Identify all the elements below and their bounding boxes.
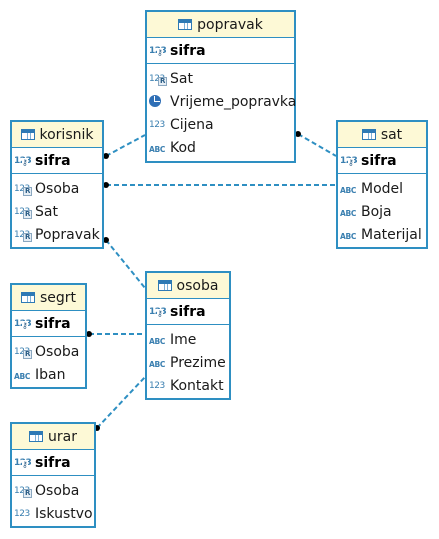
entity-header[interactable]: popravak <box>147 12 294 38</box>
numeric-icon <box>149 378 167 394</box>
column-row[interactable]: Model <box>338 177 426 200</box>
string-icon <box>149 332 167 348</box>
entity-title: korisnik <box>39 126 94 143</box>
column-row[interactable]: Osoba <box>12 340 85 363</box>
table-icon <box>178 19 193 30</box>
string-icon <box>340 181 358 197</box>
entity-popravak[interactable]: popravak sifra Sat Vrijeme_popravka Cije… <box>145 10 296 163</box>
table-icon <box>20 129 35 140</box>
numeric-key-icon <box>14 316 32 332</box>
column-row[interactable]: Prezime <box>147 351 229 374</box>
primary-key-row[interactable]: sifra <box>147 38 294 64</box>
primary-key-row[interactable]: sifra <box>12 148 102 174</box>
primary-key-row[interactable]: sifra <box>12 311 85 337</box>
column-name: Osoba <box>35 180 80 197</box>
column-name: Iban <box>35 366 66 383</box>
column-row[interactable]: Boja <box>338 200 426 223</box>
numeric-key-icon <box>149 304 167 320</box>
column-row[interactable]: Sat <box>147 67 294 90</box>
column-name: Vrijeme_popravka <box>170 93 297 110</box>
entity-header[interactable]: osoba <box>147 273 229 299</box>
column-name: Kontakt <box>170 377 224 394</box>
column-name: Sat <box>170 70 193 87</box>
table-icon <box>29 431 44 442</box>
numeric-key-icon <box>14 153 32 169</box>
entity-segrt[interactable]: segrt sifra Osoba Iban <box>10 283 87 389</box>
column-name: Ime <box>170 331 197 348</box>
column-row[interactable]: Kod <box>147 136 294 159</box>
entity-title: urar <box>48 428 77 445</box>
link-popravak-sat <box>297 133 337 157</box>
pk-name: sifra <box>35 152 71 169</box>
pk-name: sifra <box>170 303 206 320</box>
entity-urar[interactable]: urar sifra Osoba Iskustvo <box>10 422 96 528</box>
column-row[interactable]: Cijena <box>147 113 294 136</box>
numeric-foreign-key-icon <box>14 204 33 220</box>
link-korisnik-osoba <box>105 239 146 289</box>
pk-name: sifra <box>35 315 71 332</box>
column-row[interactable]: Materijal <box>338 223 426 246</box>
table-icon <box>20 292 35 303</box>
numeric-foreign-key-icon <box>149 71 168 87</box>
table-icon <box>157 280 172 291</box>
string-icon <box>14 367 32 383</box>
column-row[interactable]: Popravak <box>12 223 102 246</box>
numeric-foreign-key-icon <box>14 227 33 243</box>
column-row[interactable]: Kontakt <box>147 374 229 397</box>
entity-osoba[interactable]: osoba sifra Ime Prezime Kontakt <box>145 271 231 400</box>
string-icon <box>340 204 358 220</box>
pk-name: sifra <box>35 454 71 471</box>
column-name: Sat <box>35 203 58 220</box>
column-name: Prezime <box>170 354 226 371</box>
entity-header[interactable]: sat <box>338 122 426 148</box>
column-row[interactable]: Ime <box>147 328 229 351</box>
column-name: Iskustvo <box>35 505 93 522</box>
column-row[interactable]: Osoba <box>12 177 102 200</box>
string-icon <box>149 140 167 156</box>
column-name: Materijal <box>361 226 422 243</box>
column-name: Kod <box>170 139 196 156</box>
table-icon <box>361 129 376 140</box>
primary-key-row[interactable]: sifra <box>147 299 229 325</box>
column-name: Boja <box>361 203 392 220</box>
column-row[interactable]: Iban <box>12 363 85 386</box>
entity-sat[interactable]: sat sifra Model Boja Materijal <box>336 120 428 249</box>
primary-key-row[interactable]: sifra <box>338 148 426 174</box>
column-name: Osoba <box>35 343 80 360</box>
entity-korisnik[interactable]: korisnik sifra Osoba Sat Popravak <box>10 120 104 249</box>
numeric-key-icon <box>14 455 32 471</box>
column-name: Model <box>361 180 404 197</box>
entity-header[interactable]: urar <box>12 424 94 450</box>
numeric-icon <box>149 117 167 133</box>
time-icon <box>149 94 167 110</box>
string-icon <box>149 355 167 371</box>
numeric-icon <box>14 506 32 522</box>
numeric-foreign-key-icon <box>14 181 33 197</box>
column-name: Cijena <box>170 116 214 133</box>
column-row[interactable]: Vrijeme_popravka <box>147 90 297 113</box>
column-name: Popravak <box>35 226 100 243</box>
link-urar-osoba <box>96 376 146 429</box>
entity-title: popravak <box>197 16 263 33</box>
link-korisnik-popravak <box>105 134 146 157</box>
pk-name: sifra <box>361 152 397 169</box>
primary-key-row[interactable]: sifra <box>12 450 94 476</box>
numeric-foreign-key-icon <box>14 344 33 360</box>
entity-title: osoba <box>176 277 219 294</box>
column-name: Osoba <box>35 482 80 499</box>
entity-header[interactable]: korisnik <box>12 122 102 148</box>
entity-title: sat <box>380 126 403 143</box>
column-row[interactable]: Iskustvo <box>12 502 94 525</box>
entity-title: segrt <box>39 289 77 306</box>
numeric-foreign-key-icon <box>14 483 33 499</box>
column-row[interactable]: Sat <box>12 200 102 223</box>
string-icon <box>340 227 358 243</box>
numeric-key-icon <box>340 153 358 169</box>
pk-name: sifra <box>170 42 206 59</box>
column-row[interactable]: Osoba <box>12 479 94 502</box>
numeric-key-icon <box>149 43 167 59</box>
entity-header[interactable]: segrt <box>12 285 85 311</box>
